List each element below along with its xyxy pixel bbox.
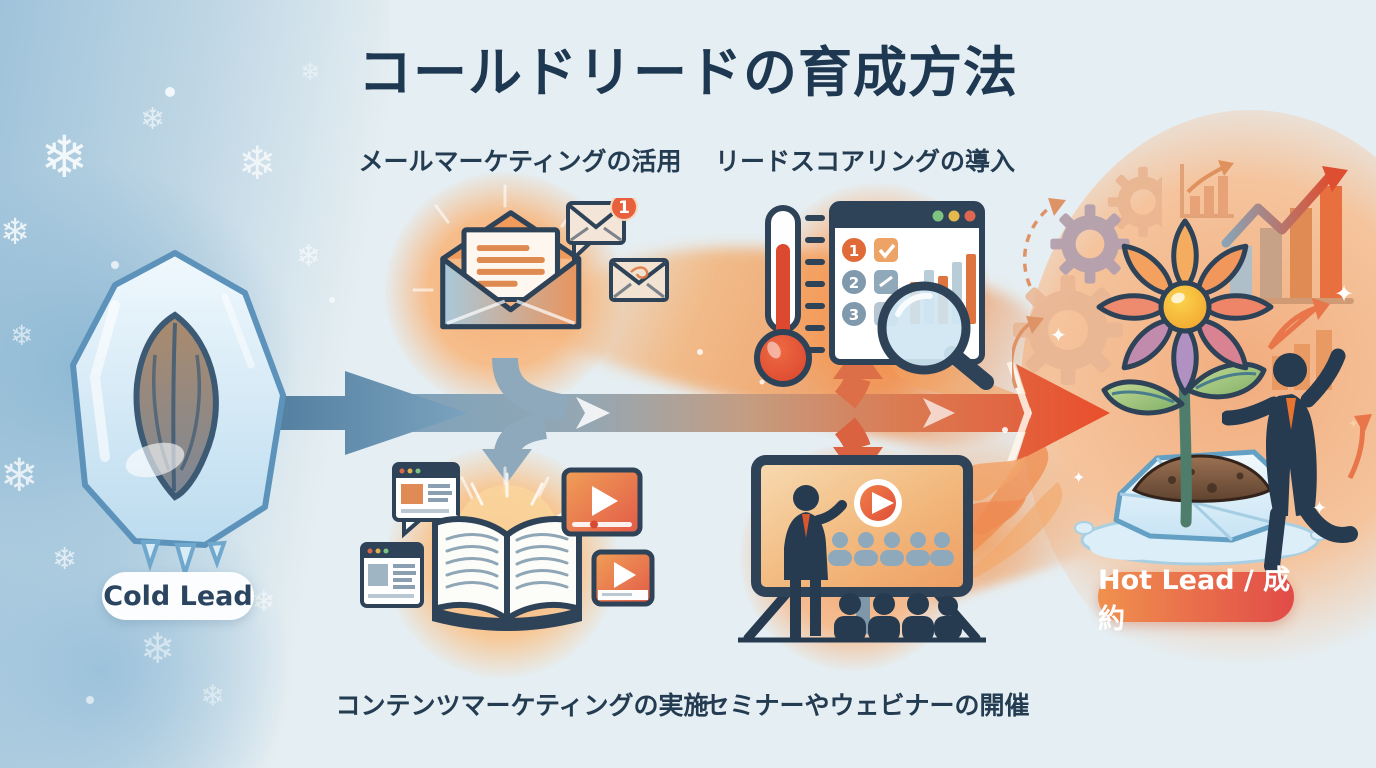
presenter-icon [784, 485, 847, 640]
tie [1286, 398, 1296, 430]
snowflake-icon: ❄ [300, 58, 321, 86]
video-player-icon [561, 467, 643, 537]
arrowhead-edge [1006, 360, 1032, 466]
chevron-arrow-icon [576, 397, 610, 429]
snowflake-icon: ❄ [10, 319, 34, 352]
snowflake-icon: ❄ [0, 448, 39, 502]
hot-lead-badge: Hot Lead / 成約 [1098, 565, 1294, 635]
leaf [1101, 361, 1267, 416]
rank-2: 2 [849, 274, 859, 292]
petals [1096, 218, 1274, 396]
snowflake-icon: ❄ [252, 585, 276, 618]
content-marketing-icon [360, 462, 655, 631]
play-button-icon [854, 479, 902, 527]
webinar-screen-icon [738, 455, 1026, 643]
chevron-arrow-icon [923, 398, 955, 428]
sealed-envelope-icon [609, 258, 669, 302]
scale-ticks [805, 215, 825, 353]
magnifying-glass-icon [877, 281, 994, 390]
cold-arrow [265, 371, 468, 455]
snowflake-icon: ❄ [52, 542, 78, 577]
celebrating-person-icon [1222, 348, 1372, 573]
sparkle-icon: ✦ [1334, 280, 1355, 308]
hot-lead-label: Hot Lead / 成約 [1098, 565, 1291, 635]
snowflake-icon: ❄ [296, 239, 322, 274]
melting-ice-icon [1074, 449, 1328, 566]
page-title: コールドリードの育成方法 [358, 41, 1018, 104]
cold-lead-label: Cold Lead [103, 580, 253, 612]
gear-icon [1012, 166, 1162, 389]
stage-label-content-marketing: コンテンツマーケティングの実施 [335, 691, 709, 720]
audience-icon [828, 532, 954, 566]
rise-arrow-icon [1347, 414, 1372, 480]
stage-label-lead-scoring: リードスコアリングの導入 [714, 147, 1015, 176]
cold-lead-badge: Cold Lead [102, 572, 254, 620]
snowflake-icon: ❄ [40, 123, 89, 191]
sparkle-icon: ✦ [1072, 468, 1086, 487]
snowflake-icon: ❄ [238, 136, 277, 190]
flower-center [1158, 280, 1212, 334]
cycle-arrow-icon [1012, 198, 1066, 389]
sparkle-icon: ✦ [1348, 417, 1359, 432]
notification-badge: 1 [618, 198, 630, 218]
frozen-seed-icon [70, 250, 286, 575]
snowflake-icon: ❄ [0, 212, 31, 253]
stage-label-seminar-webinar: セミナーやウェビナーの開催 [704, 691, 1030, 720]
rank-1: 1 [849, 242, 859, 260]
open-envelope-icon: 1 [440, 198, 669, 330]
mail-notification-icon: 1 [566, 198, 638, 263]
snowflake-icon: ❄ [200, 679, 226, 714]
snowflake-icon: ❄ [140, 102, 166, 137]
open-book-icon [432, 516, 582, 631]
flame-icon [958, 456, 1026, 535]
hot-arrowhead [1016, 364, 1110, 462]
sparkle-icon: ✦ [1312, 498, 1328, 519]
video-player-icon [591, 549, 655, 607]
email-branch-connector [492, 357, 569, 421]
growth-chart-icon [1180, 160, 1234, 218]
sparkle-icon: ✦ [1050, 323, 1067, 347]
icicles [140, 540, 227, 575]
growth-chart-icon [1221, 166, 1354, 304]
article-card-icon [392, 462, 460, 539]
content-branch-arrow [482, 413, 548, 483]
thermometer-icon [754, 205, 812, 387]
audience-icon [834, 593, 962, 642]
snowflake-icon: ❄ [140, 624, 176, 673]
rank-3: 3 [849, 306, 859, 324]
flower-icon [1096, 218, 1274, 528]
stage-label-email-marketing: メールマーケティングの活用 [358, 147, 682, 176]
scoring-dashboard-icon: 1 2 3 [754, 201, 994, 390]
article-card-icon [360, 542, 424, 608]
